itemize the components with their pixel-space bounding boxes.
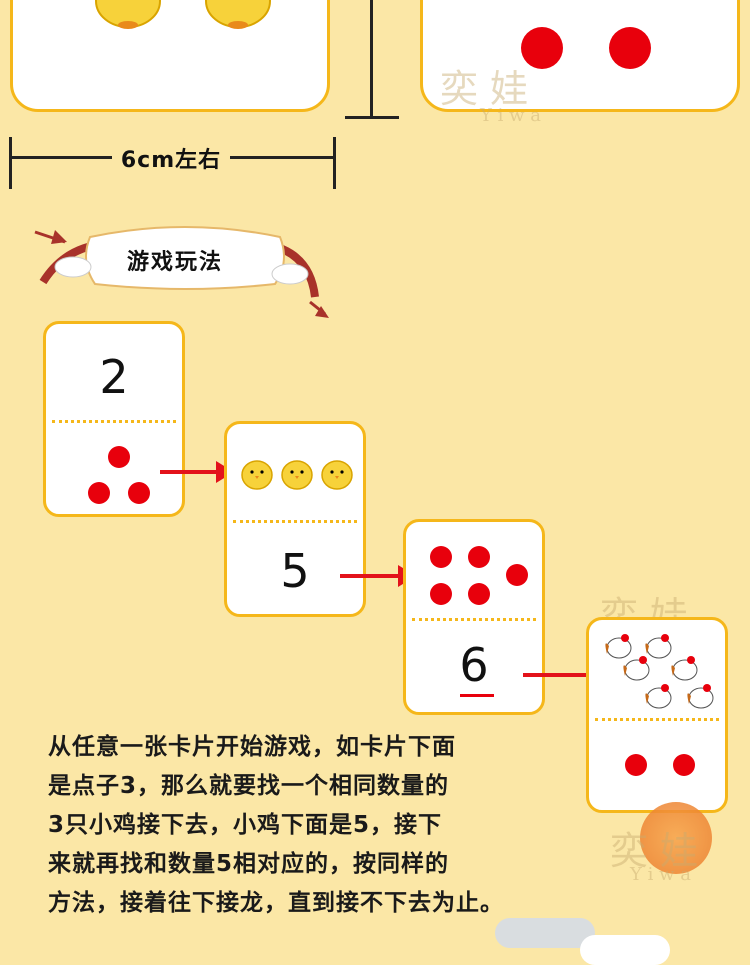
top-left-card [10,0,330,112]
chick-icon [281,460,313,490]
watermark: 奕 娃 [610,829,699,873]
section-banner [34,226,329,318]
dot [521,27,563,69]
measure-line-vertical [370,0,373,118]
rooster-icon [605,634,714,709]
chick-icon [205,0,271,29]
dot [625,754,647,776]
card-number: 6 [459,638,489,692]
instruction-line: 3只小鸡接下去，小鸡下面是5，接下 [48,812,443,838]
dot [468,546,490,568]
dot [506,564,528,586]
instruction-line: 方法，接着往下接龙，直到接不下去为止。 [48,890,504,916]
divider [233,520,357,523]
domino-card-1: 2 [43,321,185,517]
dot [609,27,651,69]
section-title: 游戏玩法 [126,250,223,275]
measure-line-left-cap [9,137,12,189]
domino-card-4 [586,617,728,813]
dot [468,583,490,605]
dot [430,546,452,568]
number-underline [460,694,494,697]
divider [595,718,719,721]
dot [88,482,110,504]
watermark-en: Y i w a [630,864,691,885]
sun-decoration [640,802,712,874]
instructions: 从任意一张卡片开始游戏，如卡片下面 是点子3，那么就要找一个相同数量的 3只小鸡… [48,728,588,923]
measure-line-right-cap [333,137,336,189]
arrow-right [523,664,607,686]
instruction-line: 来就再找和数量5相对应的，按同样的 [48,851,450,877]
chick-icon [241,460,273,490]
top-right-card [420,0,740,112]
chick-icon [321,460,353,490]
domino-card-2: 5 [224,421,366,617]
dot [430,583,452,605]
dot [673,754,695,776]
size-label: 6cm左右 [120,148,222,173]
measure-line-left [12,156,112,159]
cloud-decoration [495,918,595,948]
dot [108,446,130,468]
dot [128,482,150,504]
arrow-right [160,461,234,483]
instruction-line: 从任意一张卡片开始游戏，如卡片下面 [48,734,456,760]
card-number: 5 [280,544,310,598]
measure-line-right [230,156,333,159]
measure-line-tick [345,116,399,119]
instruction-line: 是点子3，那么就要找一个相同数量的 [48,773,450,799]
watermark-en: Y i w a [480,105,541,126]
cloud-decoration [580,935,670,965]
divider [412,618,536,621]
card-number: 2 [99,350,129,404]
watermark: 奕 娃 [440,67,529,111]
divider [52,420,176,423]
arrow-right [340,565,416,587]
domino-card-3: 6 [403,519,545,715]
chick-icon [95,0,161,29]
